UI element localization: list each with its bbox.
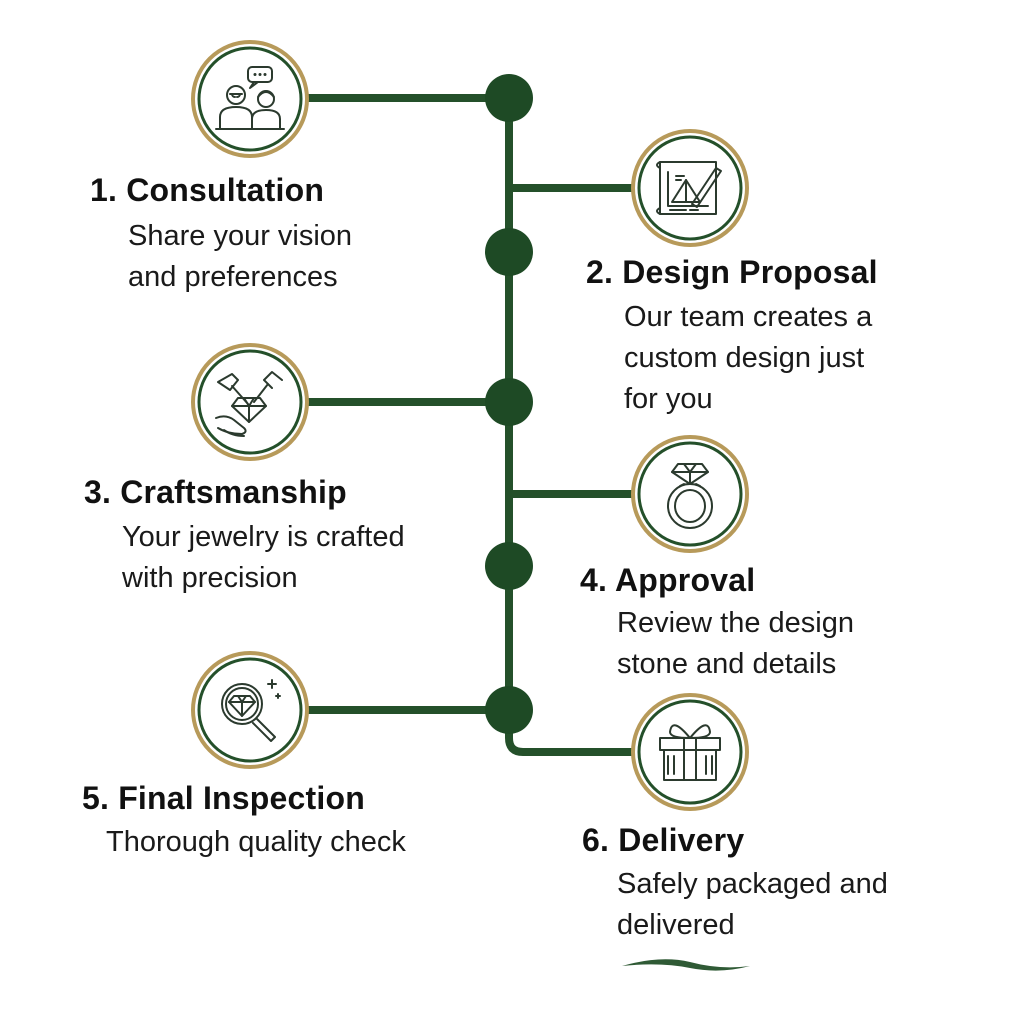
step-2-desc-line: Our team creates a (624, 301, 873, 333)
step-6-description: Safely packaged and delivered (617, 864, 888, 946)
step-1-icon-badge (190, 39, 310, 159)
step-5-title: 5. Final Inspection (82, 780, 365, 817)
tools-gem-icon (191, 343, 309, 461)
step-6-icon-badge (630, 692, 750, 812)
step-4-title: 4. Approval (580, 562, 755, 599)
decorative-swash (622, 959, 750, 971)
step-5-description: Thorough quality check (106, 822, 406, 863)
step-3-desc-line: with precision (122, 562, 298, 594)
step-6-title: 6. Delivery (582, 822, 744, 859)
step-2-desc-line: custom design just (624, 342, 865, 374)
step-4-description: Review the design stone and details (617, 603, 854, 685)
step-5-title-text: Final Inspection (118, 780, 365, 816)
people-chat-icon (191, 40, 309, 158)
step-6-desc-line: delivered (617, 909, 735, 941)
step-3-icon-badge (190, 342, 310, 462)
step-3-title-text: Craftsmanship (120, 474, 347, 510)
step-2-number: 2. (586, 254, 614, 290)
timeline-spine (505, 94, 654, 756)
timeline-node (485, 74, 533, 122)
step-5-desc-line: Thorough quality check (106, 826, 406, 858)
step-1-title-text: Consultation (126, 172, 325, 208)
timeline-node (485, 378, 533, 426)
step-2-desc-line: for you (624, 383, 713, 415)
blueprint-icon (631, 129, 749, 247)
timeline-node (485, 542, 533, 590)
step-4-number: 4. (580, 562, 608, 598)
step-1-description: Share your vision and preferences (128, 216, 352, 298)
step-4-desc-line: Review the design (617, 607, 854, 639)
step-1-title: 1. Consultation (90, 172, 324, 209)
step-4-icon-badge (630, 434, 750, 554)
step-4-title-text: Approval (615, 562, 756, 598)
step-2-icon-badge (630, 128, 750, 248)
step-2-description: Our team creates a custom design just fo… (624, 297, 872, 420)
step-1-desc-line: Share your vision (128, 220, 353, 252)
step-2-title: 2. Design Proposal (586, 254, 878, 291)
step-6-title-text: Delivery (618, 822, 745, 858)
timeline-node (485, 686, 533, 734)
timeline-node (485, 228, 533, 276)
gift-box-icon (631, 693, 749, 811)
step-6-desc-line: Safely packaged and (617, 868, 888, 900)
step-3-number: 3. (84, 474, 112, 510)
step-3-desc-line: Your jewelry is crafted (122, 521, 405, 553)
step-1-desc-line: and preferences (128, 261, 338, 293)
step-2-title-text: Design Proposal (622, 254, 878, 290)
step-6-number: 6. (582, 822, 610, 858)
ring-icon (631, 435, 749, 553)
magnifier-gem-icon (191, 651, 309, 769)
step-1-number: 1. (90, 172, 118, 208)
step-4-desc-line: stone and details (617, 648, 837, 680)
step-3-title: 3. Craftsmanship (84, 474, 347, 511)
step-5-icon-badge (190, 650, 310, 770)
step-3-description: Your jewelry is crafted with precision (122, 517, 405, 599)
step-5-number: 5. (82, 780, 110, 816)
